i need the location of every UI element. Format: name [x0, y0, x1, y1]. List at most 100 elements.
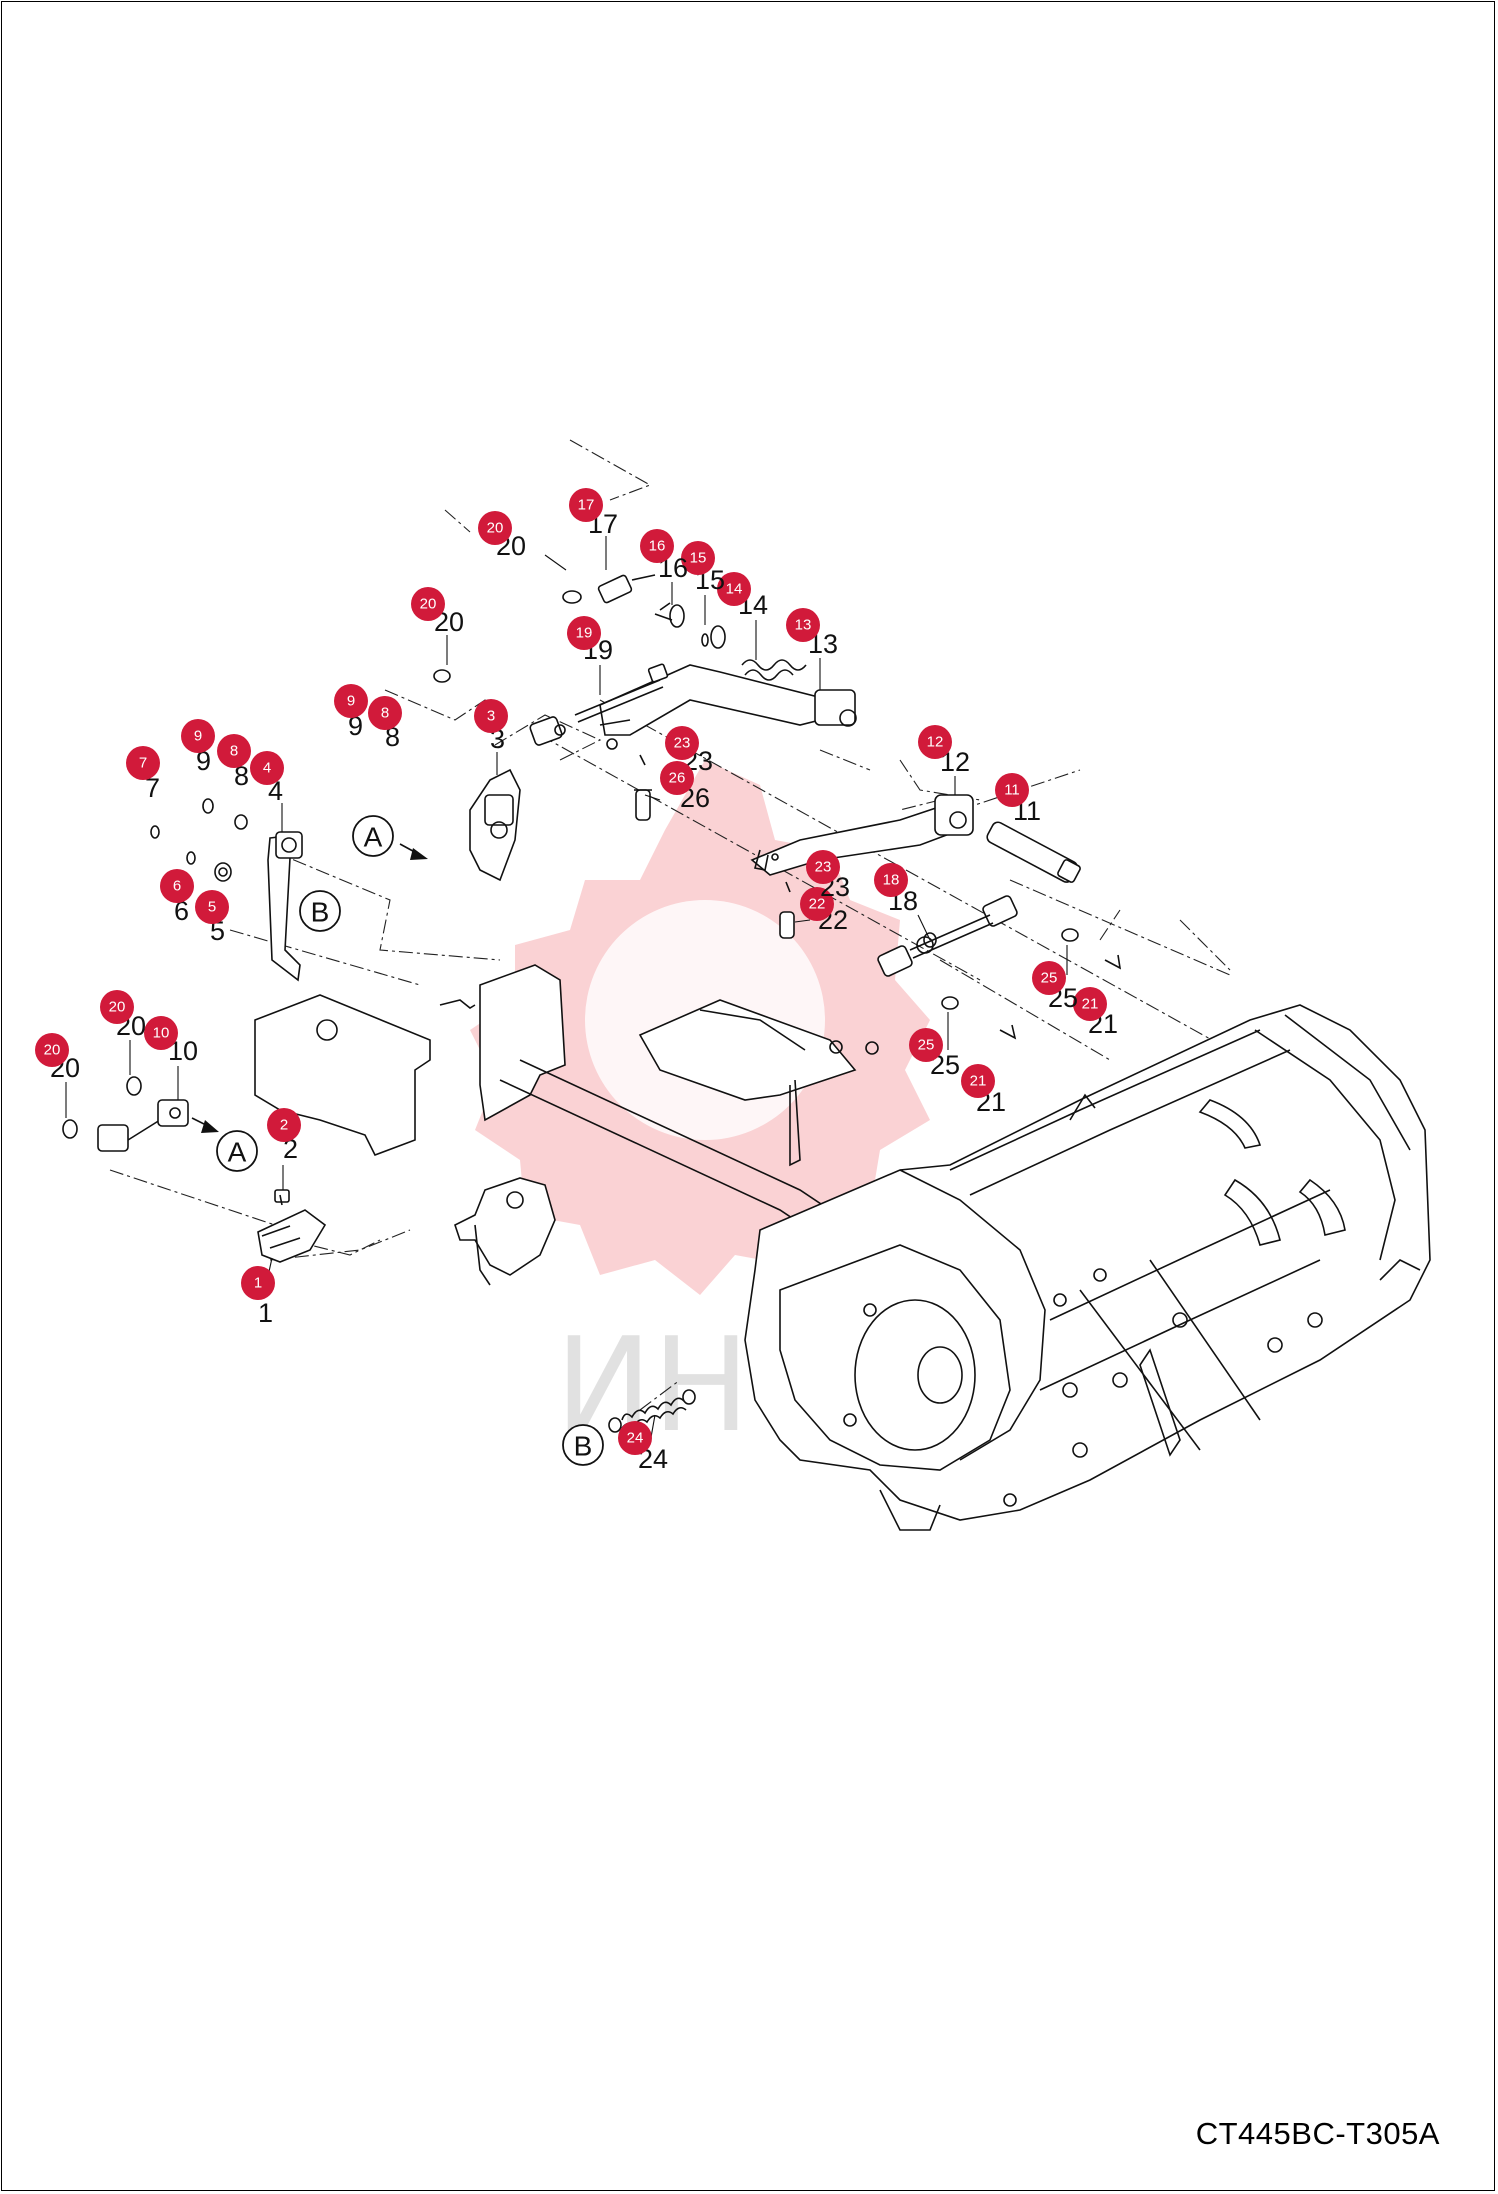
callout-bubble[interactable] — [567, 616, 601, 650]
callout-bubble-number: 20 — [44, 1042, 61, 1059]
part-number-label: 9 — [196, 746, 211, 776]
view-arrows — [191, 843, 428, 1133]
callout-bubble-number: 26 — [669, 770, 686, 787]
callout-bubble[interactable] — [241, 1266, 275, 1300]
callout-bubble[interactable] — [569, 488, 603, 522]
callout-bubble-number: 11 — [1004, 782, 1020, 799]
callout-bubble-number: 21 — [1082, 996, 1099, 1013]
callout-bubble[interactable] — [368, 696, 402, 730]
callout-bubble[interactable] — [267, 1108, 301, 1142]
callout-c3: 33 — [474, 699, 508, 775]
callout-bubble-number: 20 — [109, 999, 126, 1016]
reference-circle — [352, 815, 394, 857]
callout-bubble-number: 20 — [420, 596, 437, 613]
callout-bubble[interactable] — [800, 887, 834, 921]
callout-bubble-number: 6 — [173, 878, 181, 895]
callout-bubble-number: 22 — [809, 896, 826, 913]
callout-bubble[interactable] — [909, 1028, 943, 1062]
callout-c1: 11 — [241, 1257, 275, 1328]
leader-line — [544, 554, 567, 571]
callout-bubble[interactable] — [806, 850, 840, 884]
callout-bubble[interactable] — [35, 1033, 69, 1067]
callout-bubble[interactable] — [665, 726, 699, 760]
reference-refB2: B — [562, 1424, 604, 1466]
callout-bubble-number: 9 — [347, 693, 355, 710]
callout-bubble[interactable] — [618, 1421, 652, 1455]
callout-bubble[interactable] — [995, 773, 1029, 807]
reference-circle — [216, 1130, 258, 1172]
callout-bubble[interactable] — [411, 587, 445, 621]
callout-bubble[interactable] — [160, 869, 194, 903]
callout-bubble[interactable] — [874, 863, 908, 897]
drawing-code: CT445BC-T305A — [1195, 2116, 1440, 2151]
callout-bubble[interactable] — [195, 890, 229, 924]
callout-c5: 55 — [195, 890, 229, 946]
callout-bubble-number: 5 — [208, 899, 216, 916]
callout-bubble[interactable] — [334, 684, 368, 718]
callout-bubble-number: 24 — [627, 1430, 644, 1447]
callout-bubble-number: 8 — [381, 705, 389, 722]
callout-bubble[interactable] — [918, 725, 952, 759]
callout-c9a: 99 — [181, 719, 215, 776]
callout-bubble[interactable] — [786, 608, 820, 642]
reference-letter: B — [574, 1431, 593, 1462]
callout-bubble-number: 23 — [815, 859, 832, 876]
part-number-label: 8 — [234, 761, 249, 791]
callout-bubble-number: 20 — [487, 520, 504, 537]
callout-bubble-number: 15 — [690, 550, 707, 567]
callout-c8a: 88 — [217, 734, 251, 791]
callout-bubble-number: 16 — [649, 538, 666, 555]
callout-bubble[interactable] — [217, 734, 251, 768]
part-number-label: 7 — [145, 773, 160, 803]
callout-bubble[interactable] — [961, 1064, 995, 1098]
callout-bubble[interactable] — [717, 572, 751, 606]
callout-bubble[interactable] — [640, 529, 674, 563]
part-number-label: 6 — [174, 896, 189, 926]
callout-bubble-number: 23 — [674, 735, 691, 752]
right-linkage — [750, 794, 1122, 1040]
callout-bubble[interactable] — [250, 751, 284, 785]
callout-bubble[interactable] — [478, 511, 512, 545]
callout-bubble[interactable] — [126, 746, 160, 780]
callout-bubble[interactable] — [681, 541, 715, 575]
callout-bubble[interactable] — [100, 990, 134, 1024]
reference-refA1: A — [352, 815, 394, 857]
part-number-label: 1 — [258, 1298, 273, 1328]
callout-bubble-number: 10 — [153, 1025, 170, 1042]
callout-bubble-number: 25 — [918, 1037, 935, 1054]
callout-bubble-number: 8 — [230, 743, 238, 760]
callout-bubble-number: 21 — [970, 1073, 987, 1090]
callout-bubble[interactable] — [1073, 987, 1107, 1021]
callout-bubble[interactable] — [181, 719, 215, 753]
callout-bubble-number: 13 — [795, 617, 812, 634]
callout-bubble[interactable] — [144, 1016, 178, 1050]
callout-bubble-number: 25 — [1041, 970, 1058, 987]
callout-bubble[interactable] — [660, 761, 694, 795]
reference-letter: A — [364, 822, 383, 853]
leader-line — [644, 794, 661, 801]
callout-bubble-number: 2 — [280, 1117, 288, 1134]
callout-bubble[interactable] — [1032, 961, 1066, 995]
reference-refB1: B — [299, 890, 341, 932]
callout-bubble[interactable] — [474, 699, 508, 733]
leader-line — [917, 914, 931, 941]
